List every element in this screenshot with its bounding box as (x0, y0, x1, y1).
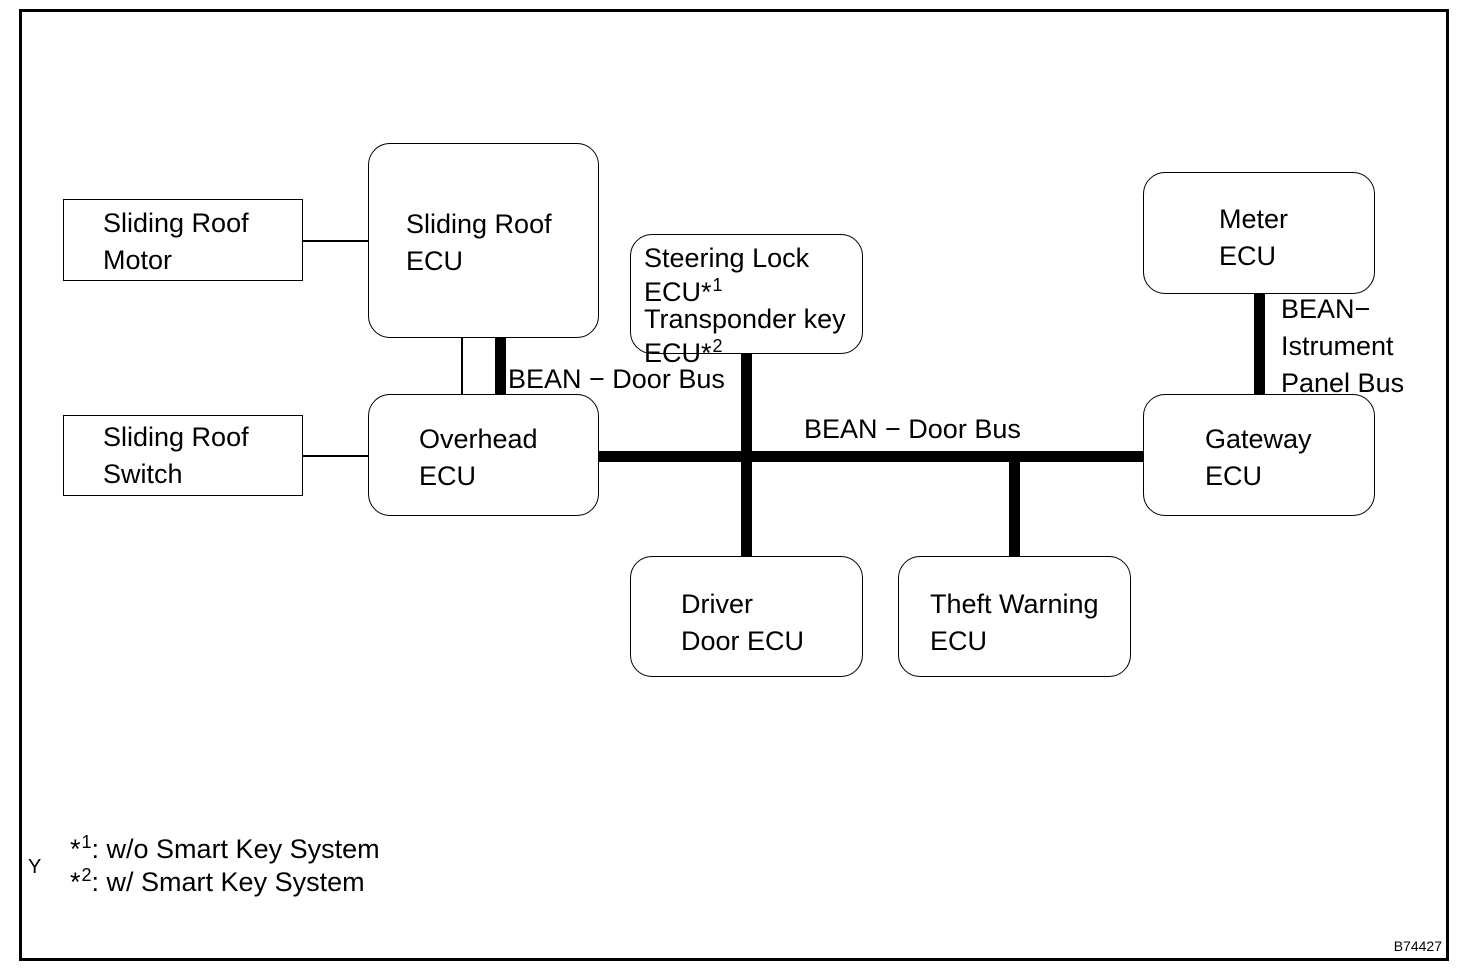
instrument-bus-line2: Istrument (1281, 331, 1394, 361)
steering-lock-ecu-box: Steering Lock ECU*1 Transponder key ECU*… (630, 234, 863, 367)
steering-lock-sup1: 1 (712, 275, 723, 295)
theft-warning-ecu-line2: ECU (930, 626, 988, 656)
driver-door-ecu-line1: Driver (681, 589, 753, 619)
door-bus-upper-line (495, 338, 506, 395)
sliding-roof-switch-line1: Sliding Roof (103, 422, 249, 452)
overhead-ecu-line2: ECU (419, 461, 477, 491)
overhead-ecu-label: Overhead ECU (419, 421, 538, 495)
sliding-roof-ecu-line2: ECU (406, 246, 464, 276)
gateway-ecu-line2: ECU (1205, 461, 1263, 491)
sliding-roof-switch-line2: Switch (103, 459, 183, 489)
switch-connector (302, 455, 369, 457)
sliding-roof-motor-box: Sliding Roof Motor (63, 199, 303, 281)
steering-lock-line4-text: ECU* (644, 338, 712, 368)
sliding-roof-overhead-connector (461, 338, 463, 395)
diagram-frame (19, 9, 1449, 961)
steering-lock-bus-line (741, 353, 752, 556)
gateway-ecu-box: Gateway ECU (1143, 394, 1375, 516)
figure-id: B74427 (1393, 938, 1442, 954)
door-bus-upper-label: BEAN − Door Bus (508, 364, 725, 394)
transponder-key-line: Transponder key (644, 304, 846, 334)
steering-lock-line1: Steering Lock (644, 243, 810, 273)
instrument-bus-line (1254, 293, 1265, 395)
note-1: *1: w/o Smart Key System (70, 826, 380, 866)
note-2: *2: w/ Smart Key System (70, 859, 365, 899)
theft-warning-ecu-box: Theft Warning ECU (898, 556, 1131, 677)
note-1-sup: 1 (81, 832, 92, 852)
overhead-ecu-box: Overhead ECU (368, 394, 599, 516)
meter-ecu-line2: ECU (1219, 241, 1277, 271)
sliding-roof-motor-label: Sliding Roof Motor (103, 205, 249, 279)
gateway-ecu-line1: Gateway (1205, 424, 1312, 454)
sliding-roof-switch-label: Sliding Roof Switch (103, 419, 249, 493)
instrument-bus-line3: Panel Bus (1281, 368, 1405, 398)
motor-connector (302, 240, 369, 242)
door-bus-main-line (598, 451, 1144, 462)
instrument-bus-label: BEAN− Istrument Panel Bus (1281, 291, 1404, 402)
sliding-roof-ecu-label: Sliding Roof ECU (406, 206, 552, 280)
gateway-ecu-label: Gateway ECU (1205, 421, 1312, 495)
sliding-roof-motor-line1: Sliding Roof (103, 208, 249, 238)
steering-lock-line4: ECU*2 (644, 333, 846, 367)
sliding-roof-switch-box: Sliding Roof Switch (63, 415, 303, 496)
note-2-text: : w/ Smart Key System (91, 867, 365, 897)
meter-ecu-line1: Meter (1219, 204, 1289, 234)
overhead-ecu-line1: Overhead (419, 424, 538, 454)
instrument-bus-line1: BEAN− (1281, 294, 1371, 324)
steering-lock-ecu-label: Steering Lock ECU*1 Transponder key ECU*… (644, 245, 846, 367)
steering-lock-line2: ECU*1 (644, 272, 846, 306)
driver-door-ecu-box: Driver Door ECU (630, 556, 863, 677)
note-2-sup: 2 (81, 865, 92, 885)
door-bus-main-label: BEAN − Door Bus (804, 414, 1021, 444)
driver-door-ecu-label: Driver Door ECU (681, 586, 804, 660)
note-1-text: : w/o Smart Key System (91, 834, 380, 864)
theft-warning-ecu-label: Theft Warning ECU (930, 586, 1099, 660)
steering-lock-sup2: 2 (712, 336, 723, 356)
theft-warning-ecu-line1: Theft Warning (930, 589, 1099, 619)
theft-warning-bus-line (1009, 456, 1020, 556)
meter-ecu-box: Meter ECU (1143, 172, 1375, 294)
sliding-roof-motor-line2: Motor (103, 245, 173, 275)
steering-lock-line2-text: ECU* (644, 277, 712, 307)
sliding-roof-ecu-box: Sliding Roof ECU (368, 143, 599, 338)
sliding-roof-ecu-line1: Sliding Roof (406, 209, 552, 239)
driver-door-ecu-line2: Door ECU (681, 626, 805, 656)
corner-mark: Y (28, 856, 42, 878)
note-1-asterisk: * (70, 834, 81, 864)
note-2-asterisk: * (70, 867, 81, 897)
meter-ecu-label: Meter ECU (1219, 201, 1288, 275)
